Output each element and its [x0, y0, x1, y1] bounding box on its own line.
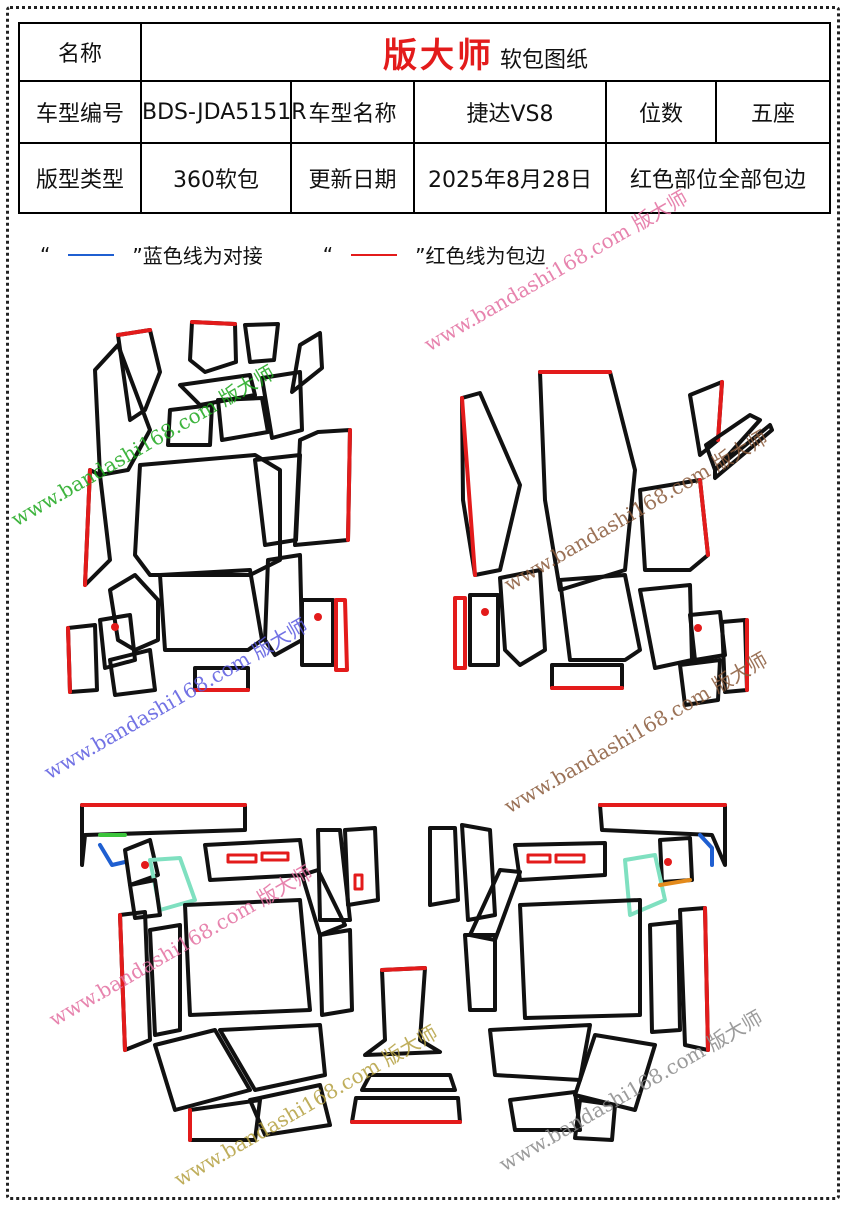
- type-label: 版型类型: [18, 142, 142, 214]
- legend: “ ”蓝色线为对接 “ ”红色线为包边: [40, 240, 546, 269]
- brand-title: 版大师: [383, 35, 495, 76]
- pattern-group-center: [350, 966, 462, 1124]
- legend-red-text: ”红色线为包边: [415, 244, 546, 268]
- name-label: 名称: [18, 22, 142, 82]
- legend-red-line: [351, 253, 398, 256]
- pattern-group-front-left: [66, 320, 352, 697]
- update-date: 2025年8月28日: [413, 142, 607, 214]
- seats-value: 五座: [714, 80, 832, 144]
- page-border: [6, 6, 840, 1200]
- title-cell: 版大师软包图纸: [139, 22, 832, 82]
- model-code-label: 车型编号: [18, 80, 142, 144]
- model-name-label: 车型名称: [290, 80, 415, 144]
- type-value: 360软包: [140, 142, 292, 214]
- edge-note: 红色部位全部包边: [604, 142, 832, 214]
- model-name: 捷达VS8: [413, 80, 607, 144]
- legend-blue-text: ”蓝色线为对接: [132, 244, 263, 268]
- legend-blue-open-quote: “: [40, 242, 51, 267]
- pattern-group-front-right: [453, 370, 774, 707]
- legend-red-open-quote: “: [322, 242, 334, 267]
- seats-label: 位数: [605, 80, 717, 144]
- legend-blue-line: [68, 253, 115, 256]
- update-label: 更新日期: [290, 142, 415, 214]
- pattern-group-rear-left: [80, 803, 380, 1142]
- brand-subtitle: 软包图纸: [500, 47, 589, 73]
- pattern-group-rear-right: [428, 803, 727, 1142]
- info-table: 名称 版大师软包图纸 车型编号 BDS-JDA5151R 车型名称 捷达VS8 …: [18, 22, 832, 214]
- model-code: BDS-JDA5151R: [140, 80, 307, 144]
